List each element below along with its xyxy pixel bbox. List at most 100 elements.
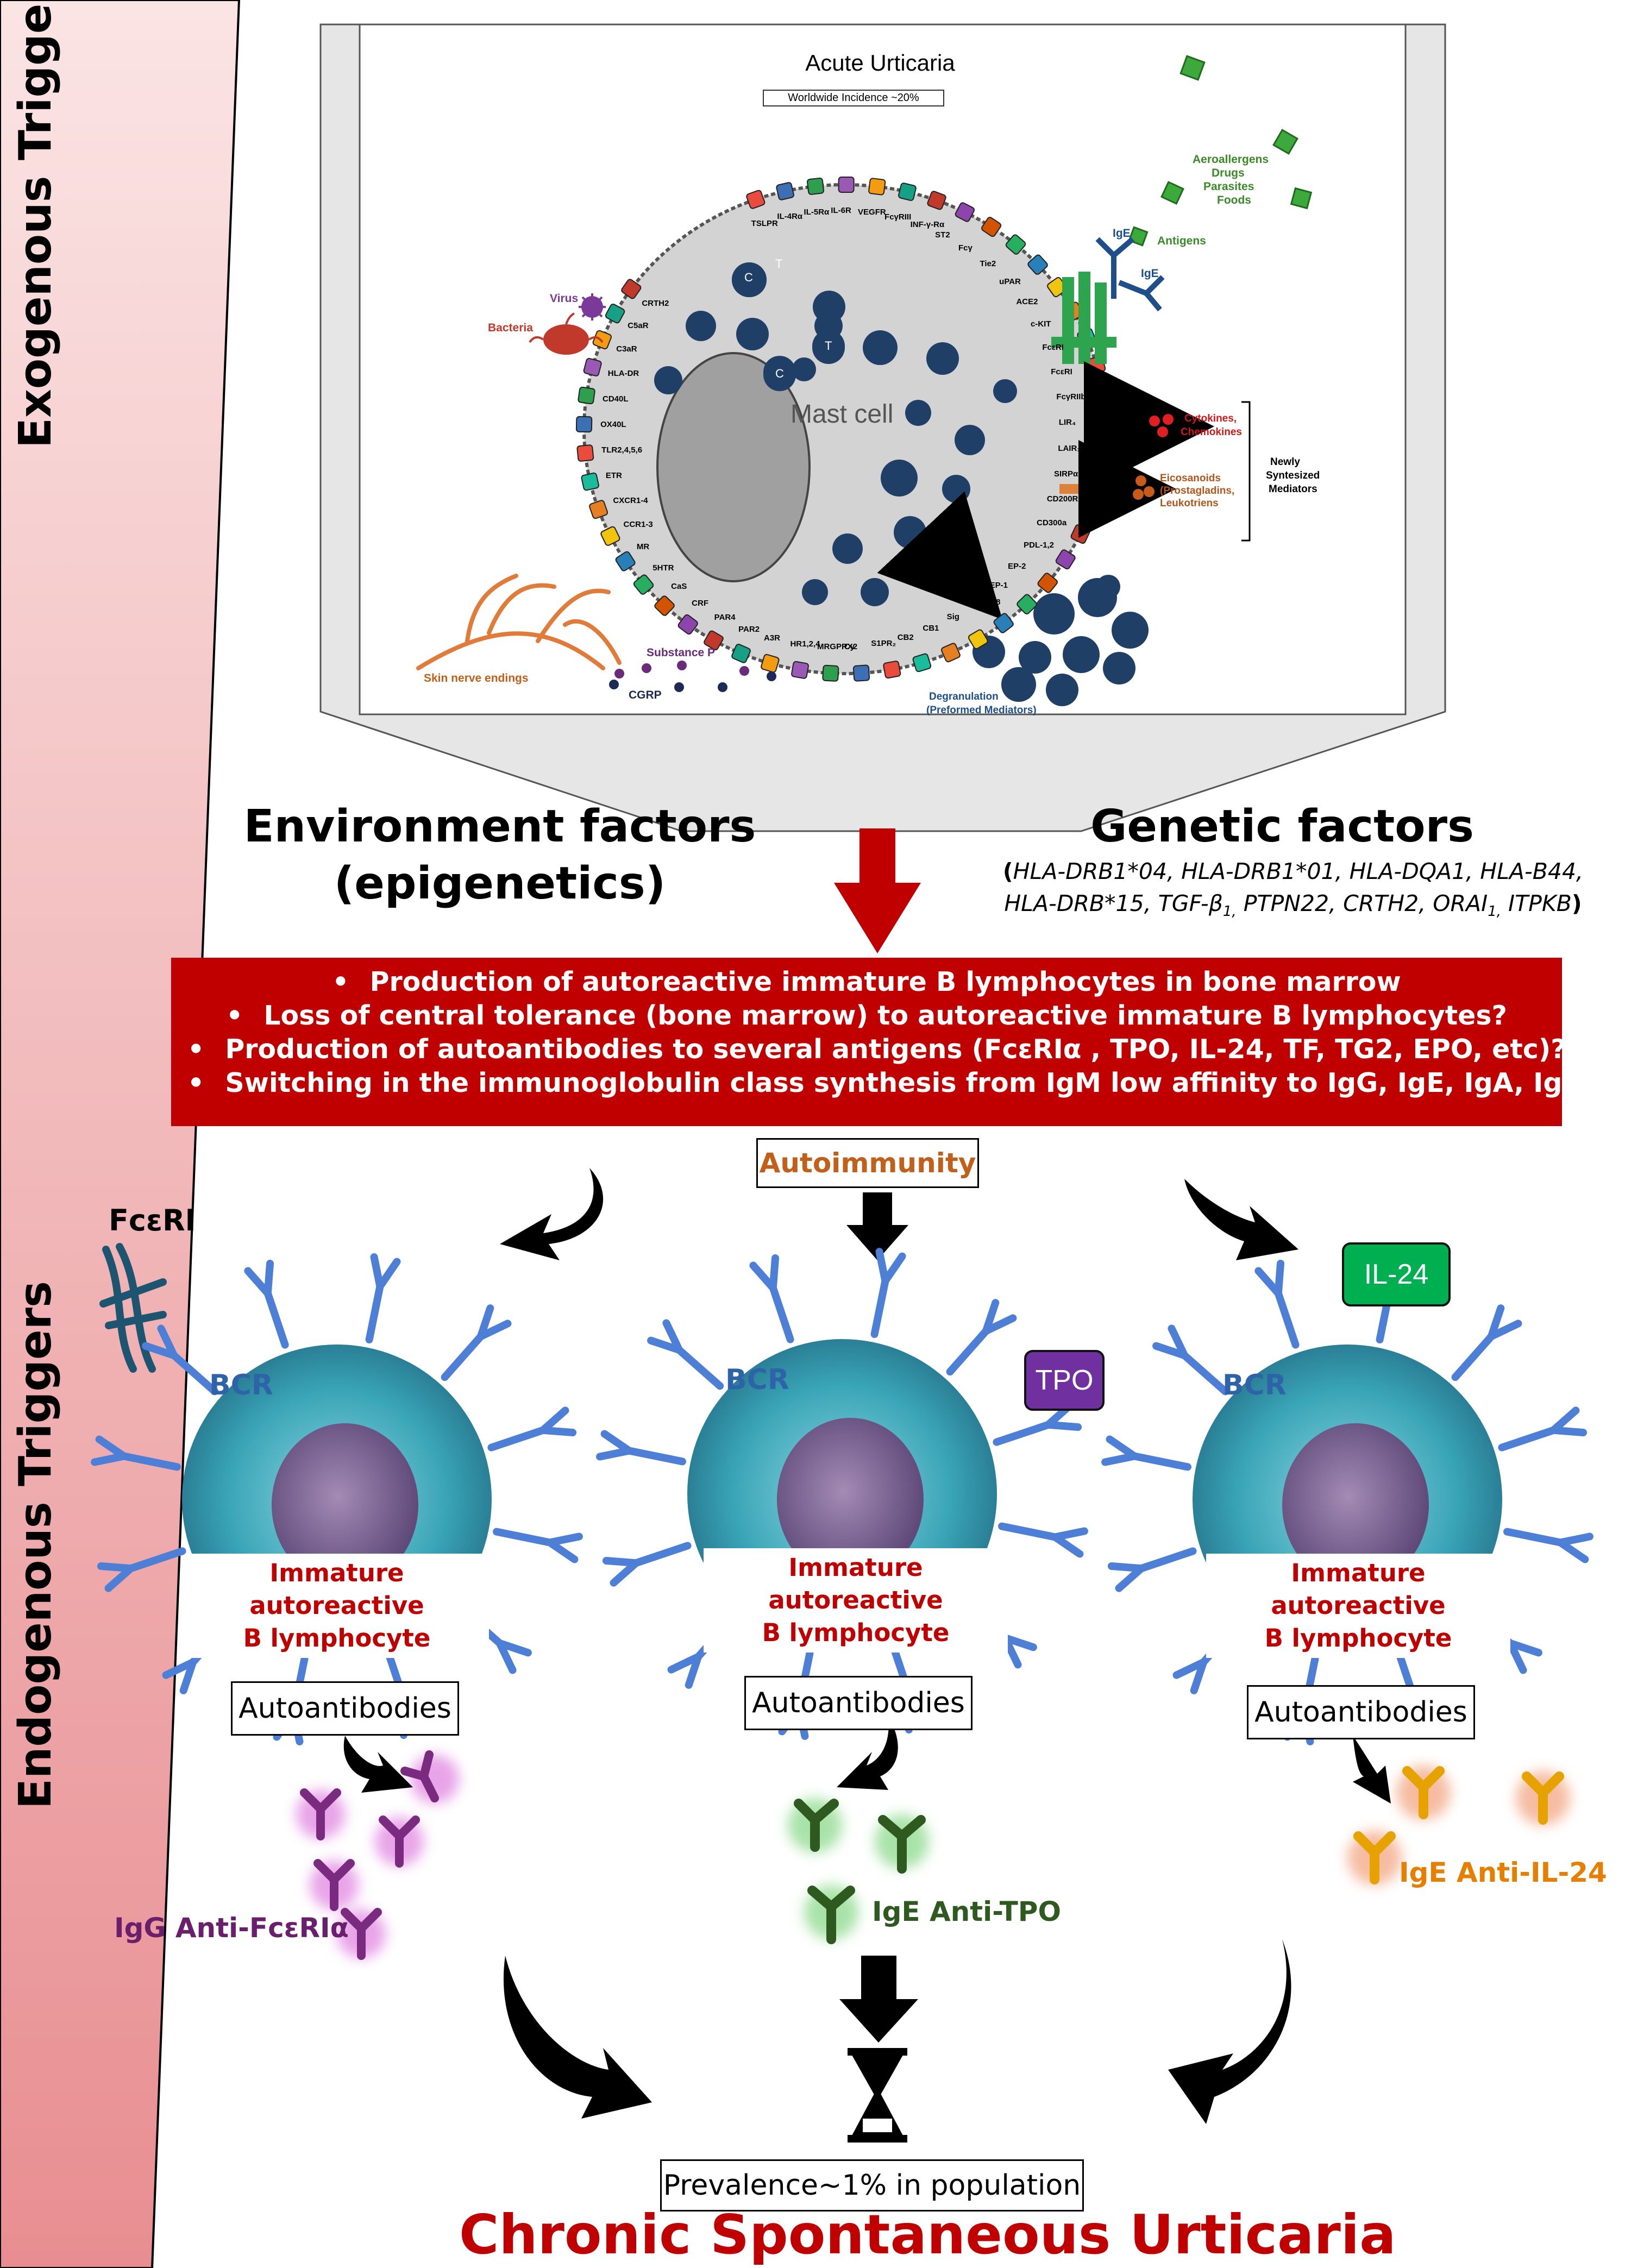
receptor-shape xyxy=(807,177,824,195)
receptor-label: CD40L xyxy=(603,394,629,404)
receptor-label: LIR₄ xyxy=(1058,418,1076,428)
trigger-wedge xyxy=(0,0,241,2268)
mechanisms-list: Production of autoreactive immature B ly… xyxy=(187,965,1604,1100)
receptor-label: IL-6R xyxy=(831,206,851,215)
parasites-label: Parasites xyxy=(1203,180,1254,193)
autoantibodies-box-right: Autoantibodies xyxy=(1247,1685,1475,1739)
receptor-shape xyxy=(1094,384,1112,403)
bcr-receptor xyxy=(142,1324,219,1396)
genes-text-2a: HLA-DRB*15, TGF-β xyxy=(1004,890,1223,917)
center-down-arrow xyxy=(846,1192,908,1260)
receptor-label: HLA-DR xyxy=(607,369,639,379)
bcr-receptor xyxy=(946,1299,1017,1376)
bcr-receptor xyxy=(1503,1528,1593,1563)
receptor-label: ST2 xyxy=(935,230,950,240)
bcr-receptor xyxy=(647,1319,724,1390)
virus-icon xyxy=(579,293,606,321)
mechanism-item: Production of autoantibodies to several … xyxy=(187,1033,1566,1066)
receptor-shape xyxy=(704,630,724,651)
receptor-shape xyxy=(993,613,1014,633)
genes-line-2: HLA-DRB*15, TGF-β1, PTPN22, CRTH2, ORAI1… xyxy=(967,888,1619,922)
acute-urticaria-title: Acute Urticaria xyxy=(805,50,955,76)
bcr-receptor xyxy=(1498,1406,1588,1452)
bcr-receptor xyxy=(1101,1435,1191,1471)
foods-label: Foods xyxy=(1217,194,1251,206)
converging-arrows xyxy=(503,1939,1291,2124)
receptor-shape xyxy=(822,664,839,682)
receptor-label: CRF xyxy=(692,599,708,608)
autoantibodies-box-left: Autoantibodies xyxy=(231,1681,459,1736)
mechanism-item: Production of autoreactive immature B ly… xyxy=(187,965,1546,999)
bcr-receptor xyxy=(365,1253,401,1343)
environment-line-2: (epigenetics) xyxy=(334,857,666,909)
receptor-shape xyxy=(838,176,855,193)
receptor-shape xyxy=(868,178,886,196)
right-curved-arrow xyxy=(1184,1179,1298,1260)
tpo-antigen-badge: TPO xyxy=(1024,1350,1105,1411)
receptor-label: CD300a xyxy=(1037,518,1067,527)
genes-text-1: HLA-DRB1*04, HLA-DRB1*01, HLA-DQA1, HLA-… xyxy=(1013,858,1584,884)
fceri-receptor xyxy=(1051,272,1116,364)
receptor-label: PAR2 xyxy=(738,624,760,634)
receptor-shape xyxy=(731,644,751,663)
receptor-label: TLR2,4,5,6 xyxy=(601,445,643,455)
bcr-receptor xyxy=(493,1528,583,1563)
receptor-shape xyxy=(1037,573,1058,593)
receptor-label: c-KIT xyxy=(1030,319,1051,329)
receptor-label: CRTH2 xyxy=(642,299,669,309)
branch-arrows xyxy=(500,1168,1298,1260)
receptor-label: EP-1 xyxy=(989,580,1008,590)
receptor-label: FcεRI xyxy=(1042,342,1064,352)
genes-sub-2: 1, xyxy=(1488,903,1501,920)
receptor-label: Siglec-8 xyxy=(969,597,1001,607)
receptor-shape xyxy=(746,190,766,209)
receptor-label: MRGPRX2 xyxy=(817,642,858,652)
b-cell-label-left-line2: B lymphocyte xyxy=(243,1624,431,1653)
autoimmunity-box: Autoimmunity xyxy=(756,1138,979,1188)
receptor-label: VEGFR xyxy=(858,208,886,217)
receptor-label: CB1 xyxy=(923,624,939,633)
receptor-label: EP-2 xyxy=(1008,561,1026,571)
b-cell-label-left-line1: Immature autoreactive xyxy=(249,1559,424,1620)
bcr-receptor xyxy=(91,1435,181,1471)
b-cell-label-left: Immature autoreactive B lymphocyte xyxy=(185,1554,489,1658)
granule-letter-2: T xyxy=(775,257,783,271)
receptor-label: IL-5Rα xyxy=(804,207,830,217)
leukotriens-label: Leukotriens xyxy=(1160,498,1219,509)
b-lymphocytes xyxy=(91,1248,1593,1745)
skin-nerve-label: Skin nerve endings xyxy=(424,672,529,684)
bcr-receptor xyxy=(1254,1259,1300,1349)
aeroallergens-label: Aeroallergens xyxy=(1193,153,1269,166)
receptor-label: 5HTR xyxy=(652,563,674,573)
bcr-receptor xyxy=(596,1430,686,1466)
incidence-badge: Worldwide Incidence ~20% xyxy=(763,90,944,106)
virus-label: Virus xyxy=(550,292,579,305)
main-down-arrow xyxy=(834,828,921,953)
receptor-label: A3R xyxy=(763,633,780,643)
bcr-receptor xyxy=(244,1259,289,1349)
bcr-receptor xyxy=(998,1522,1088,1558)
receptor-label: PAR4 xyxy=(714,613,736,623)
prostaglandins-label: (Prostagladins, xyxy=(1160,485,1235,497)
receptor-shape xyxy=(576,444,594,462)
genetic-factors-heading: Genetic factors xyxy=(1090,801,1474,852)
granule-letter-4: C xyxy=(775,367,784,380)
autoantibodies-box-center: Autoantibodies xyxy=(744,1676,973,1730)
b-cell-label-right-line1: Immature autoreactive xyxy=(1271,1559,1446,1620)
receptor-label: LAIR₁ xyxy=(1058,443,1081,453)
receptor-shape xyxy=(941,643,961,663)
neuropeptide-dots xyxy=(609,661,776,692)
receptor-label: Sig xyxy=(946,612,959,621)
bcr-label-center: BCR xyxy=(725,1364,789,1396)
drugs-label: Drugs xyxy=(1212,167,1245,179)
syntesized-label: Syntesized xyxy=(1266,470,1320,481)
receptor-shape xyxy=(633,574,654,595)
receptor-shape xyxy=(898,183,917,201)
receptor-label: FcγRIIb xyxy=(1056,392,1086,401)
antigens-label: Antigens xyxy=(1157,235,1206,247)
receptor-shape xyxy=(581,472,599,491)
chemokines-label: Chemokines xyxy=(1181,426,1242,438)
receptor-label: ETR xyxy=(605,471,622,481)
bcr-label-left: BCR xyxy=(209,1369,273,1402)
receptor-shape xyxy=(761,654,780,673)
